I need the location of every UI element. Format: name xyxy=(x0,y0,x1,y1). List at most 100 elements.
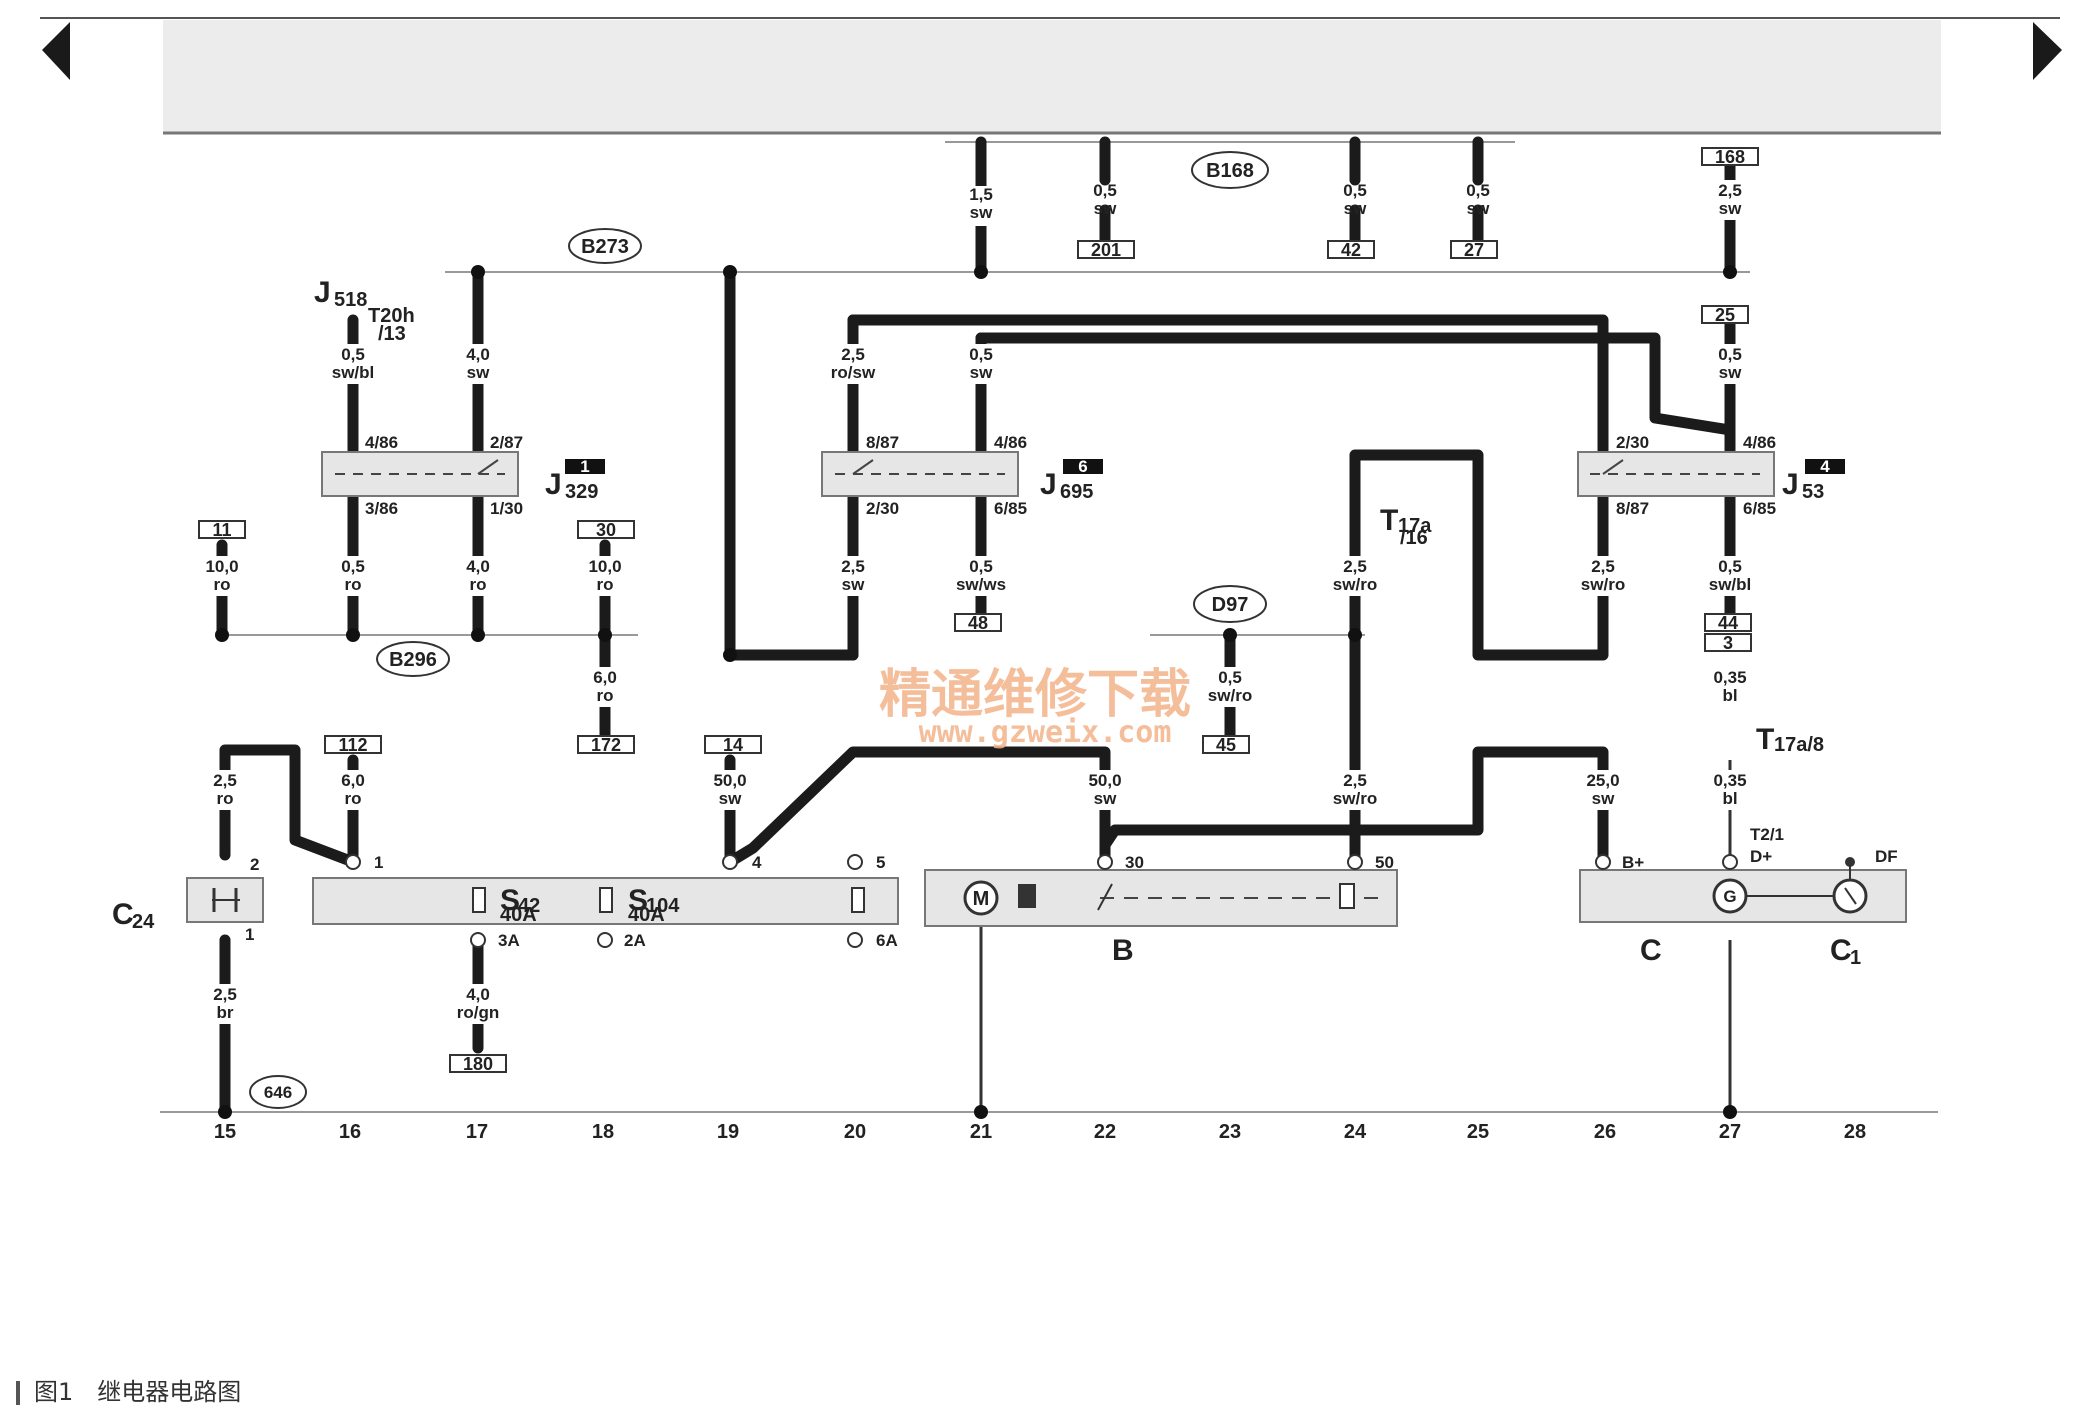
svg-text:3: 3 xyxy=(1723,633,1733,653)
wire-label: 4,0ro xyxy=(452,556,504,596)
relay-j695: 6 J 695 8/87 4/86 2/30 6/85 xyxy=(821,433,1103,518)
svg-text:17: 17 xyxy=(466,1121,488,1143)
svg-text:0,5: 0,5 xyxy=(969,557,993,576)
wire-label: 0,5ro xyxy=(327,556,379,596)
reference-labels: 201 42 27 168 25 11 30 48 44 3 172 112 1… xyxy=(212,147,1745,1074)
svg-text:27: 27 xyxy=(1464,240,1484,260)
svg-text:25: 25 xyxy=(1467,1121,1489,1143)
svg-text:bl: bl xyxy=(1722,686,1737,705)
svg-text:sw/ro: sw/ro xyxy=(1208,686,1252,705)
bus-markers: B168 B273 B296 D97 646 xyxy=(249,151,1269,1109)
svg-text:M: M xyxy=(973,888,990,910)
svg-text:3/86: 3/86 xyxy=(365,499,398,518)
wire-label: 0,5sw xyxy=(1704,344,1756,384)
svg-text:6/85: 6/85 xyxy=(1743,499,1776,518)
svg-text:6/85: 6/85 xyxy=(994,499,1027,518)
fuse-box: S 42 40A S 104 40A 1 4 5 3A 2A 6A xyxy=(312,853,899,950)
svg-text:sw: sw xyxy=(1344,199,1367,218)
svg-text:br: br xyxy=(217,1003,234,1022)
svg-text:sw: sw xyxy=(1094,789,1117,808)
svg-text:26: 26 xyxy=(1594,1121,1616,1143)
svg-text:2/30: 2/30 xyxy=(1616,433,1649,452)
svg-text:17a: 17a xyxy=(1398,515,1432,537)
svg-text:sw: sw xyxy=(1719,363,1742,382)
svg-text:sw: sw xyxy=(1467,199,1490,218)
bus-b296: B296 xyxy=(376,641,450,677)
svg-text:1,5: 1,5 xyxy=(969,185,993,204)
svg-text:S: S xyxy=(500,884,520,917)
svg-text:2/87: 2/87 xyxy=(490,433,523,452)
svg-text:精通维修下载: 精通维修下载 xyxy=(879,665,1191,725)
wire-label: 10,0ro xyxy=(571,556,639,596)
svg-text:3A: 3A xyxy=(498,931,520,950)
wire-label: 0,5sw xyxy=(1343,181,1367,218)
svg-text:25: 25 xyxy=(1715,305,1735,325)
svg-text:20: 20 xyxy=(844,1121,866,1143)
svg-text:1: 1 xyxy=(580,457,589,476)
svg-text:2,5: 2,5 xyxy=(1343,771,1367,790)
wire-label: 2,5sw/ro xyxy=(1319,556,1391,596)
svg-text:646: 646 xyxy=(264,1083,292,1102)
svg-text:1: 1 xyxy=(245,925,254,944)
starter-b: M 30 50 B xyxy=(924,853,1398,967)
svg-text:50,0: 50,0 xyxy=(1088,771,1121,790)
svg-text:0,5: 0,5 xyxy=(1718,557,1742,576)
svg-text:24: 24 xyxy=(132,911,155,933)
svg-text:2: 2 xyxy=(250,855,259,874)
relay-j329: 1 J 329 4/86 2/87 3/86 1/30 xyxy=(321,433,605,518)
svg-text:44: 44 xyxy=(1718,613,1738,633)
svg-text:sw/ro: sw/ro xyxy=(1333,789,1377,808)
wire-label: 25,0sw xyxy=(1569,770,1637,810)
svg-text:45: 45 xyxy=(1216,735,1236,755)
svg-text:G: G xyxy=(1723,887,1736,906)
svg-text:ro: ro xyxy=(597,575,614,594)
svg-text:2A: 2A xyxy=(624,931,646,950)
bus-646: 646 xyxy=(249,1075,307,1109)
bus-d97: D97 xyxy=(1193,585,1267,623)
svg-text:25,0: 25,0 xyxy=(1586,771,1619,790)
svg-text:B+: B+ xyxy=(1622,853,1644,872)
svg-text:48: 48 xyxy=(968,613,988,633)
svg-text:4/86: 4/86 xyxy=(1743,433,1776,452)
svg-text:2,5: 2,5 xyxy=(213,985,237,1004)
svg-text:112: 112 xyxy=(338,735,367,755)
svg-text:15: 15 xyxy=(214,1121,236,1143)
svg-text:695: 695 xyxy=(1060,481,1093,503)
svg-text:11: 11 xyxy=(212,520,231,540)
prev-arrow-icon[interactable] xyxy=(42,22,70,80)
svg-text:6,0: 6,0 xyxy=(341,771,365,790)
svg-text:/16: /16 xyxy=(1400,527,1428,549)
svg-text:DF: DF xyxy=(1875,847,1898,866)
svg-text:B: B xyxy=(1112,934,1134,967)
svg-text:sw: sw xyxy=(467,363,490,382)
svg-text:6,0: 6,0 xyxy=(593,668,617,687)
top-banner xyxy=(40,17,2062,135)
svg-text:2,5: 2,5 xyxy=(1343,557,1367,576)
svg-text:ro/sw: ro/sw xyxy=(831,363,876,382)
bus-b168: B168 xyxy=(1191,151,1269,189)
wire-labels: 1,5sw 0,5sw 0,5sw 0,5sw 2,5sw 0,5sw/bl 4… xyxy=(188,180,1766,1024)
svg-text:50: 50 xyxy=(1375,853,1394,872)
svg-text:180: 180 xyxy=(463,1054,493,1074)
svg-text:J: J xyxy=(314,276,331,309)
wire-label: 0,5sw xyxy=(1466,181,1490,218)
svg-text:329: 329 xyxy=(565,481,598,503)
svg-text:2,5: 2,5 xyxy=(213,771,237,790)
svg-text:sw: sw xyxy=(719,789,742,808)
wire-label: 2,5br xyxy=(199,984,251,1024)
svg-text:17a/8: 17a/8 xyxy=(1774,734,1824,756)
svg-text:5: 5 xyxy=(876,853,885,872)
wire-label: 2,5sw/ro xyxy=(1567,556,1639,596)
svg-text:0,5: 0,5 xyxy=(341,345,365,364)
svg-text:bl: bl xyxy=(1722,789,1737,808)
svg-text:ro: ro xyxy=(345,789,362,808)
svg-text:sw/bl: sw/bl xyxy=(332,363,375,382)
svg-text:4/86: 4/86 xyxy=(994,433,1027,452)
wire-label: 10,0ro xyxy=(188,556,256,596)
svg-text:30: 30 xyxy=(1125,853,1144,872)
next-arrow-icon[interactable] xyxy=(2033,22,2062,80)
svg-text:ro: ro xyxy=(470,575,487,594)
svg-text:0,35: 0,35 xyxy=(1713,771,1746,790)
